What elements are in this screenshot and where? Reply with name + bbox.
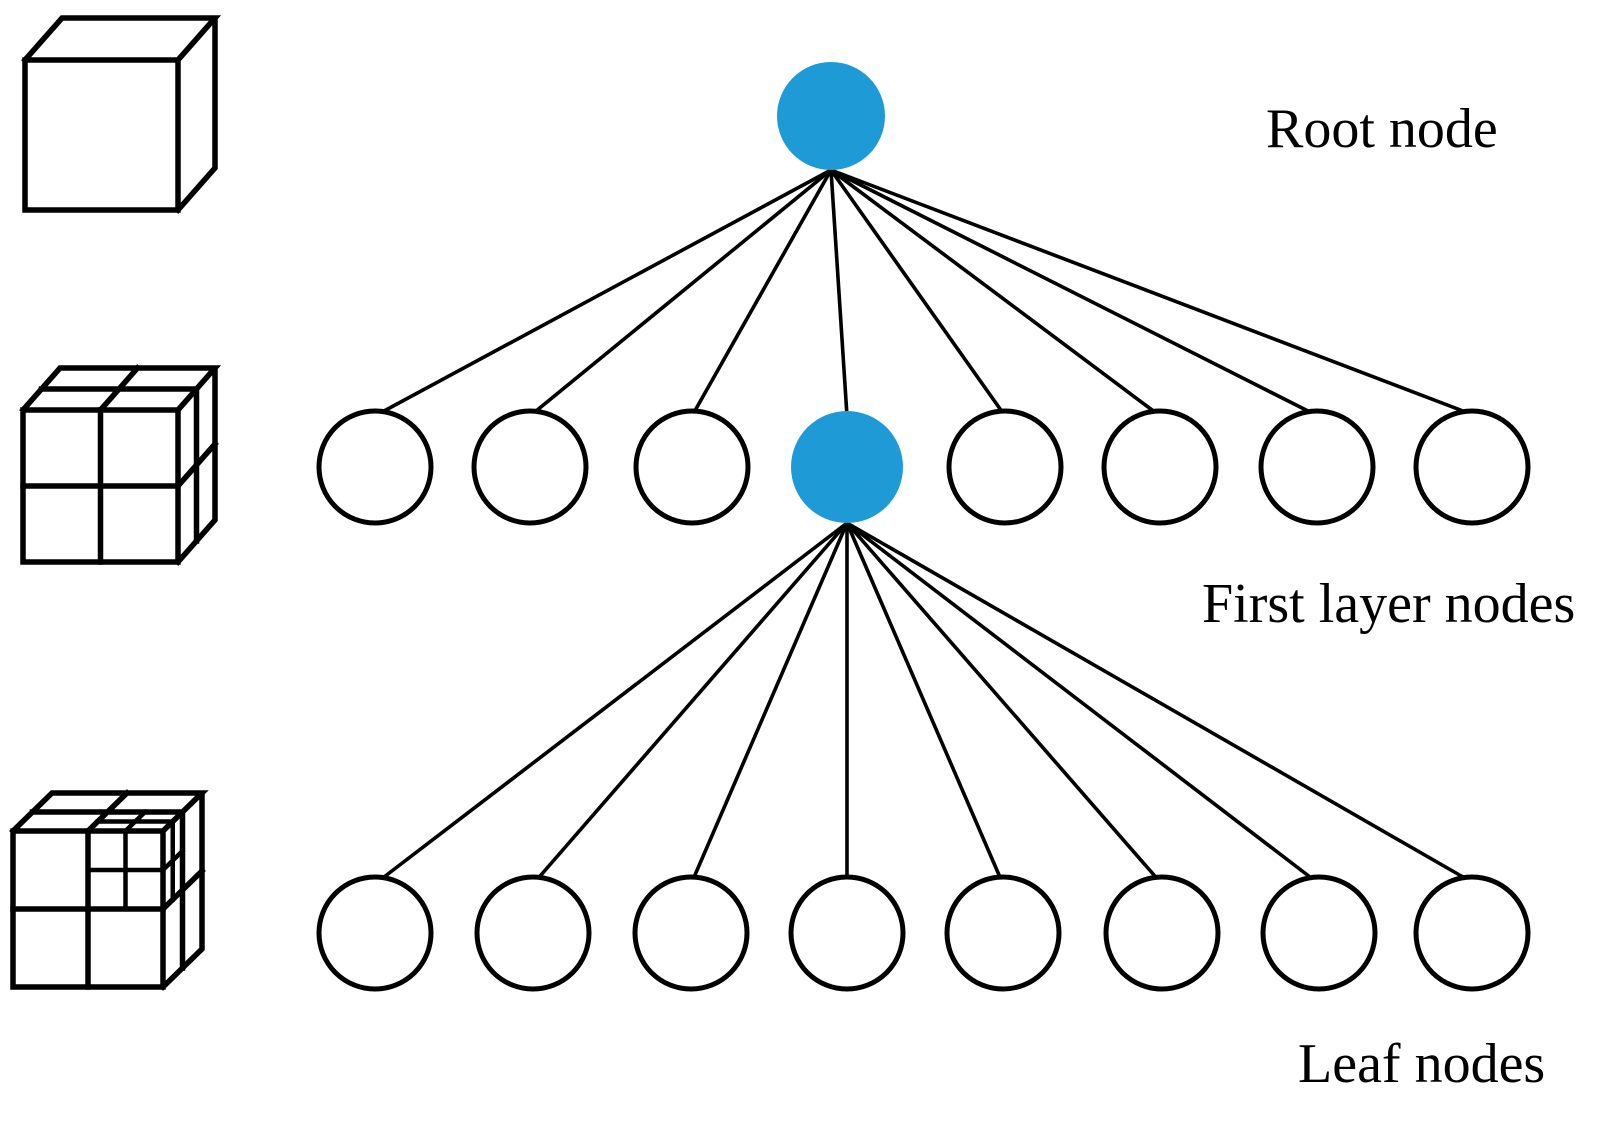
tree-edge-root-to-l1-3 — [829, 169, 849, 412]
tree-edge-l1-to-leaf-7 — [846, 521, 1464, 879]
cube-level-2-octant-subdivision-lines — [85, 808, 186, 912]
cube-level-1-subdivision-lines — [20, 364, 219, 565]
cube-level-2-subdivision-lines — [10, 789, 206, 990]
leaf-node-2 — [632, 874, 750, 992]
tree-edge-root-to-l1-6 — [830, 168, 1309, 413]
first-layer-node-6 — [1258, 408, 1376, 526]
leaf-node-7 — [1413, 874, 1531, 992]
leaf-nodes-label: Leaf nodes — [1298, 1033, 1545, 1095]
leaf-node-5 — [1103, 874, 1221, 992]
tree-edge-root-to-l1-7 — [830, 168, 1464, 413]
leaf-node-4 — [944, 874, 1062, 992]
tree-edge-l1-to-leaf-5 — [845, 521, 1158, 879]
first-layer-node-1 — [471, 408, 589, 526]
tree-edge-l1-to-leaf-4 — [845, 522, 1002, 878]
first-layer-node-2 — [633, 408, 751, 526]
root-node — [777, 62, 885, 170]
leaf-node-0 — [316, 874, 434, 992]
tree-edge-root-to-l1-2 — [693, 169, 833, 412]
tree-edge-root-to-l1-4 — [829, 168, 1003, 413]
tree-edge-root-to-l1-5 — [829, 168, 1155, 413]
tree-edge-l1-to-leaf-6 — [845, 521, 1312, 879]
tree-edges — [382, 168, 1464, 879]
first-layer-nodes-label: First layer nodes — [1202, 573, 1575, 635]
first-layer-node-5 — [1101, 408, 1219, 526]
leaf-node-3 — [788, 874, 906, 992]
cube-level-1-outline — [19, 365, 222, 566]
first-layer-node-4 — [946, 408, 1064, 526]
tree-edge-l1-to-leaf-2 — [692, 522, 849, 878]
tree-nodes — [316, 62, 1531, 992]
tree-edge-root-to-l1-0 — [383, 168, 832, 413]
tree-edge-l1-to-leaf-0 — [382, 521, 849, 879]
first-layer-node-0 — [316, 408, 434, 526]
first-layer-node-3 — [791, 411, 903, 523]
cube-level-2 — [9, 789, 209, 991]
leaf-node-1 — [474, 874, 592, 992]
first-layer-node-7 — [1413, 408, 1531, 526]
tree-edge-root-to-l1-1 — [534, 168, 833, 413]
leaf-node-6 — [1260, 874, 1378, 992]
root-node-label: Root node — [1266, 98, 1498, 160]
cube-level-0-outline — [21, 15, 222, 214]
cube-level-0 — [21, 15, 222, 214]
cube-level-1 — [19, 364, 222, 566]
tree-edge-l1-to-leaf-1 — [537, 521, 849, 879]
